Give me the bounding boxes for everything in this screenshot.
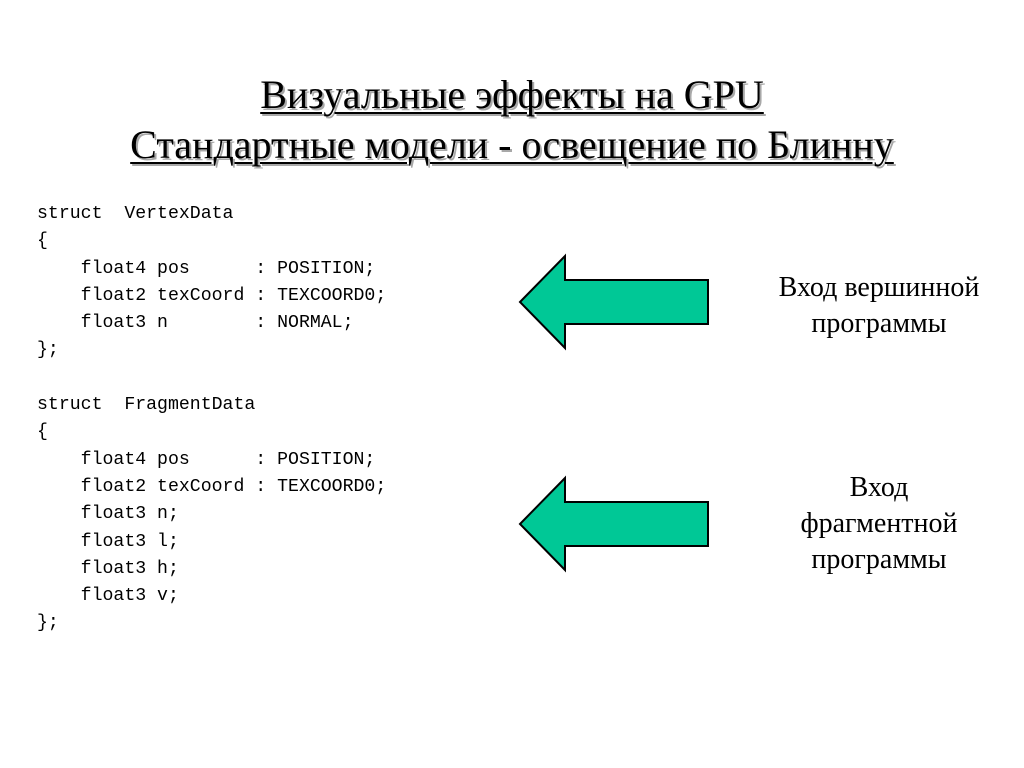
code-listing: struct VertexData { float4 pos : POSITIO… (37, 201, 386, 638)
code-line: float3 n : NORMAL; (37, 313, 354, 334)
caption-line: Вход (849, 472, 909, 503)
code-line: { (37, 422, 48, 443)
code-line: struct VertexData (37, 204, 234, 224)
left-arrow-icon (518, 253, 709, 351)
caption-line: фрагментной (800, 508, 958, 539)
caption-line: программы (811, 544, 947, 575)
code-line: float4 pos : POSITION; (37, 449, 376, 470)
slide-title: Визуальные эффекты на GPU Стандартные мо… (0, 70, 1024, 170)
code-line: float3 l; (37, 531, 179, 552)
caption-line: программы (811, 308, 947, 339)
code-line: float3 n; (37, 504, 179, 525)
vertex-input-caption: Вход вершинной программы (748, 270, 1010, 342)
code-line: float2 texCoord : TEXCOORD0; (37, 476, 387, 497)
code-line: }; (37, 613, 59, 634)
title-line-2: Стандартные модели - освещение по Блинну (130, 122, 894, 167)
code-line: float3 v; (37, 586, 179, 607)
fragment-input-caption: Вход фрагментной программы (748, 470, 1010, 578)
arrow-shape (518, 253, 709, 351)
arrow-shape (518, 475, 709, 573)
title-line-1: Визуальные эффекты на GPU (260, 72, 764, 117)
code-line: float4 pos : POSITION; (37, 258, 376, 279)
code-line (37, 365, 386, 392)
code-line: struct FragmentData (37, 395, 256, 416)
code-line: float2 texCoord : TEXCOORD0; (37, 285, 387, 306)
code-line: { (37, 231, 48, 252)
caption-line: Вход вершинной (778, 272, 980, 303)
code-line: float3 h; (37, 558, 179, 579)
code-line: }; (37, 340, 59, 361)
left-arrow-icon (518, 475, 709, 573)
